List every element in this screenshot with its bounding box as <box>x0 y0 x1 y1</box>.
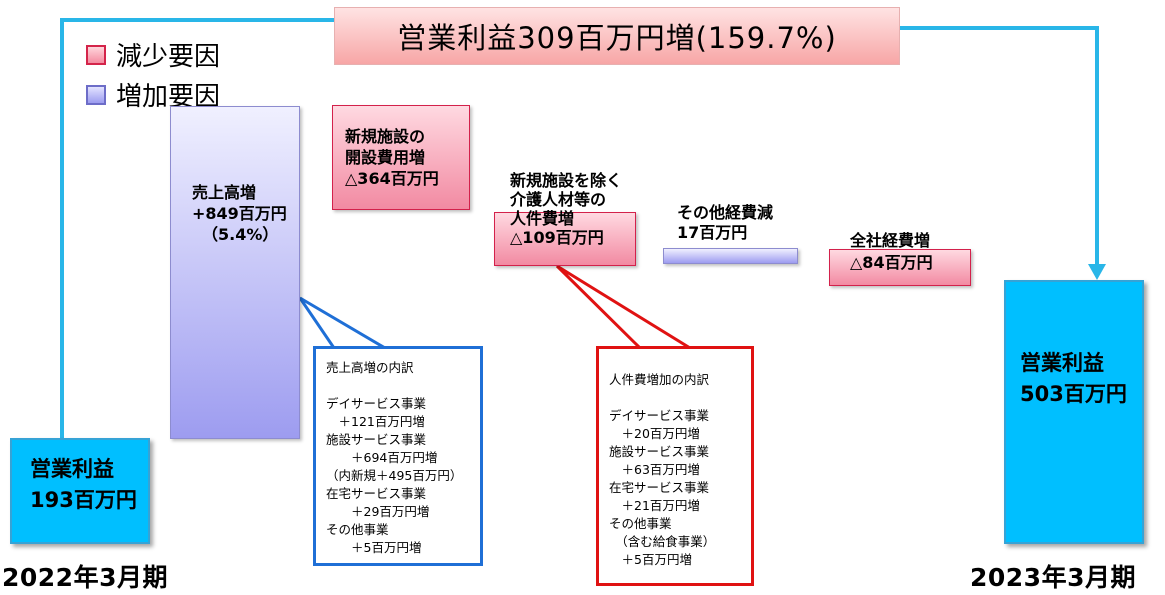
sales-breakdown-line: デイサービス事業 <box>326 396 427 411</box>
legend-label-decrease: 減少要因 <box>116 42 221 72</box>
legend: 減少要因 増加要因 <box>86 36 220 113</box>
other-expense-value: 17百万円 <box>677 223 748 242</box>
start-profit-value: 193百万円 <box>30 488 137 512</box>
personnel-cost-value: △109百万円 <box>510 228 604 247</box>
corporate-expense-bar <box>829 249 971 286</box>
end-profit-box: 営業利益 503百万円 <box>1004 280 1144 544</box>
end-period-label: 2023年3月期 <box>970 563 1136 592</box>
sales-breakdown-line: 在宅サービス事業 <box>326 486 427 501</box>
personnel-breakdown-line: ＋63百万円増 <box>609 462 700 477</box>
personnel-breakdown-callout: 人件費増加の内訳 デイサービス事業 ＋20百万円増 施設サービス事業 ＋63百万… <box>596 346 754 586</box>
personnel-breakdown-line: その他事業 <box>609 516 672 531</box>
personnel-breakdown-line: 施設サービス事業 <box>609 444 710 459</box>
other-expense-bar <box>663 248 798 264</box>
legend-item-decrease: 減少要因 <box>86 36 220 73</box>
new-facility-cost-title-2: 開設費用増 <box>345 148 426 167</box>
personnel-cost-title-3: 人件費増 <box>510 209 575 228</box>
sales-breakdown-line: その他事業 <box>326 522 389 537</box>
start-profit-box: 営業利益 193百万円 <box>10 438 150 544</box>
start-profit-label: 営業利益 <box>30 457 114 481</box>
callout-spacer <box>609 389 751 407</box>
sales-breakdown-callout: 売上高増の内訳 デイサービス事業 ＋121百万円増 施設サービス事業 ＋694百… <box>313 346 483 566</box>
corporate-expense-value: △84百万円 <box>850 253 933 272</box>
corporate-expense-title: 全社経費増 <box>850 231 931 250</box>
personnel-cost-label: 新規施設を除く 介護人材等の 人件費増 △109百万円 <box>510 171 622 247</box>
sales-breakdown-line: 施設サービス事業 <box>326 432 427 447</box>
other-expense-label: その他経費減 17百万円 <box>677 203 773 243</box>
title-text: 営業利益309百万円増(159.7%) <box>397 21 837 55</box>
personnel-breakdown-line: ＋20百万円増 <box>609 426 700 441</box>
sales-breakdown-line: ＋29百万円増 <box>326 504 430 519</box>
title-banner: 営業利益309百万円増(159.7%) <box>334 7 900 65</box>
legend-item-increase: 増加要因 <box>86 76 220 113</box>
sales-increase-label: 売上高増 +849百万円 （5.4%） <box>192 182 302 245</box>
end-profit-value: 503百万円 <box>1020 382 1127 406</box>
sales-breakdown-line: ＋694百万円増 <box>326 450 438 465</box>
legend-swatch-decrease <box>86 44 106 65</box>
arrowhead-icon <box>1088 264 1106 280</box>
sales-increase-bar <box>170 106 300 439</box>
sales-increase-percent: （5.4%） <box>202 225 279 244</box>
personnel-cost-title-2: 介護人材等の <box>510 190 607 209</box>
personnel-breakdown-line: 在宅サービス事業 <box>609 480 710 495</box>
personnel-breakdown-line: ＋5百万円増 <box>609 552 692 567</box>
sales-breakdown-title: 売上高増の内訳 <box>326 360 414 375</box>
sales-breakdown-line: ＋121百万円増 <box>326 414 425 429</box>
sales-breakdown-line: ＋5百万円増 <box>326 540 422 555</box>
personnel-breakdown-title: 人件費増加の内訳 <box>609 372 710 387</box>
sales-increase-title: 売上高増 <box>192 183 257 202</box>
new-facility-cost-title-1: 新規施設の <box>345 127 426 146</box>
start-period-label: 2022年3月期 <box>2 563 168 592</box>
personnel-breakdown-line: （含む給食事業） <box>609 534 716 549</box>
personnel-cost-title-1: 新規施設を除く <box>510 171 623 190</box>
corporate-expense-label: 全社経費増 △84百万円 <box>850 230 933 274</box>
callout-spacer <box>326 377 480 395</box>
new-facility-cost-bar: 新規施設の 開設費用増 △364百万円 <box>332 105 470 210</box>
sales-breakdown-line: （内新規＋495百万円） <box>326 468 463 483</box>
legend-swatch-increase <box>86 84 106 105</box>
other-expense-title: その他経費減 <box>677 203 774 222</box>
personnel-callout-pointer <box>555 264 696 350</box>
new-facility-cost-value: △364百万円 <box>345 169 439 188</box>
personnel-breakdown-line: デイサービス事業 <box>609 408 710 423</box>
sales-increase-value: +849百万円 <box>192 204 287 223</box>
sales-callout-pointer <box>298 296 391 350</box>
personnel-breakdown-line: ＋21百万円増 <box>609 498 700 513</box>
end-profit-label: 営業利益 <box>1020 351 1104 375</box>
personnel-cost-bar <box>494 212 636 266</box>
